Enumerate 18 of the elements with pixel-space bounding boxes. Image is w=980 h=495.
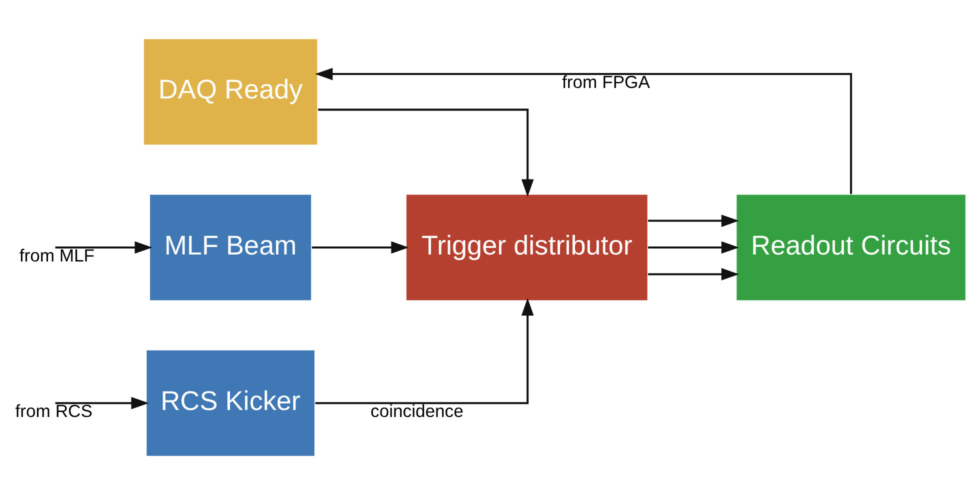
arrow <box>312 241 409 254</box>
edge-label: from MLF <box>19 246 95 266</box>
edge-label: coincidence <box>370 401 464 422</box>
node-box: Trigger distributor <box>405 193 649 302</box>
arrow <box>315 298 534 404</box>
arrow <box>318 108 534 197</box>
node-box: Readout Circuits <box>735 193 967 302</box>
arrow <box>648 268 739 280</box>
arrow <box>648 214 739 227</box>
node-box: RCS Kicker <box>145 349 316 458</box>
node-box: MLF Beam <box>148 193 312 302</box>
arrow <box>315 68 852 194</box>
node-box: DAQ Ready <box>142 38 318 146</box>
arrow <box>55 396 149 410</box>
edge-label: from RCS <box>15 401 92 422</box>
arrow <box>55 241 152 254</box>
edge-label: from FPGA <box>562 72 650 92</box>
arrow <box>648 241 739 254</box>
